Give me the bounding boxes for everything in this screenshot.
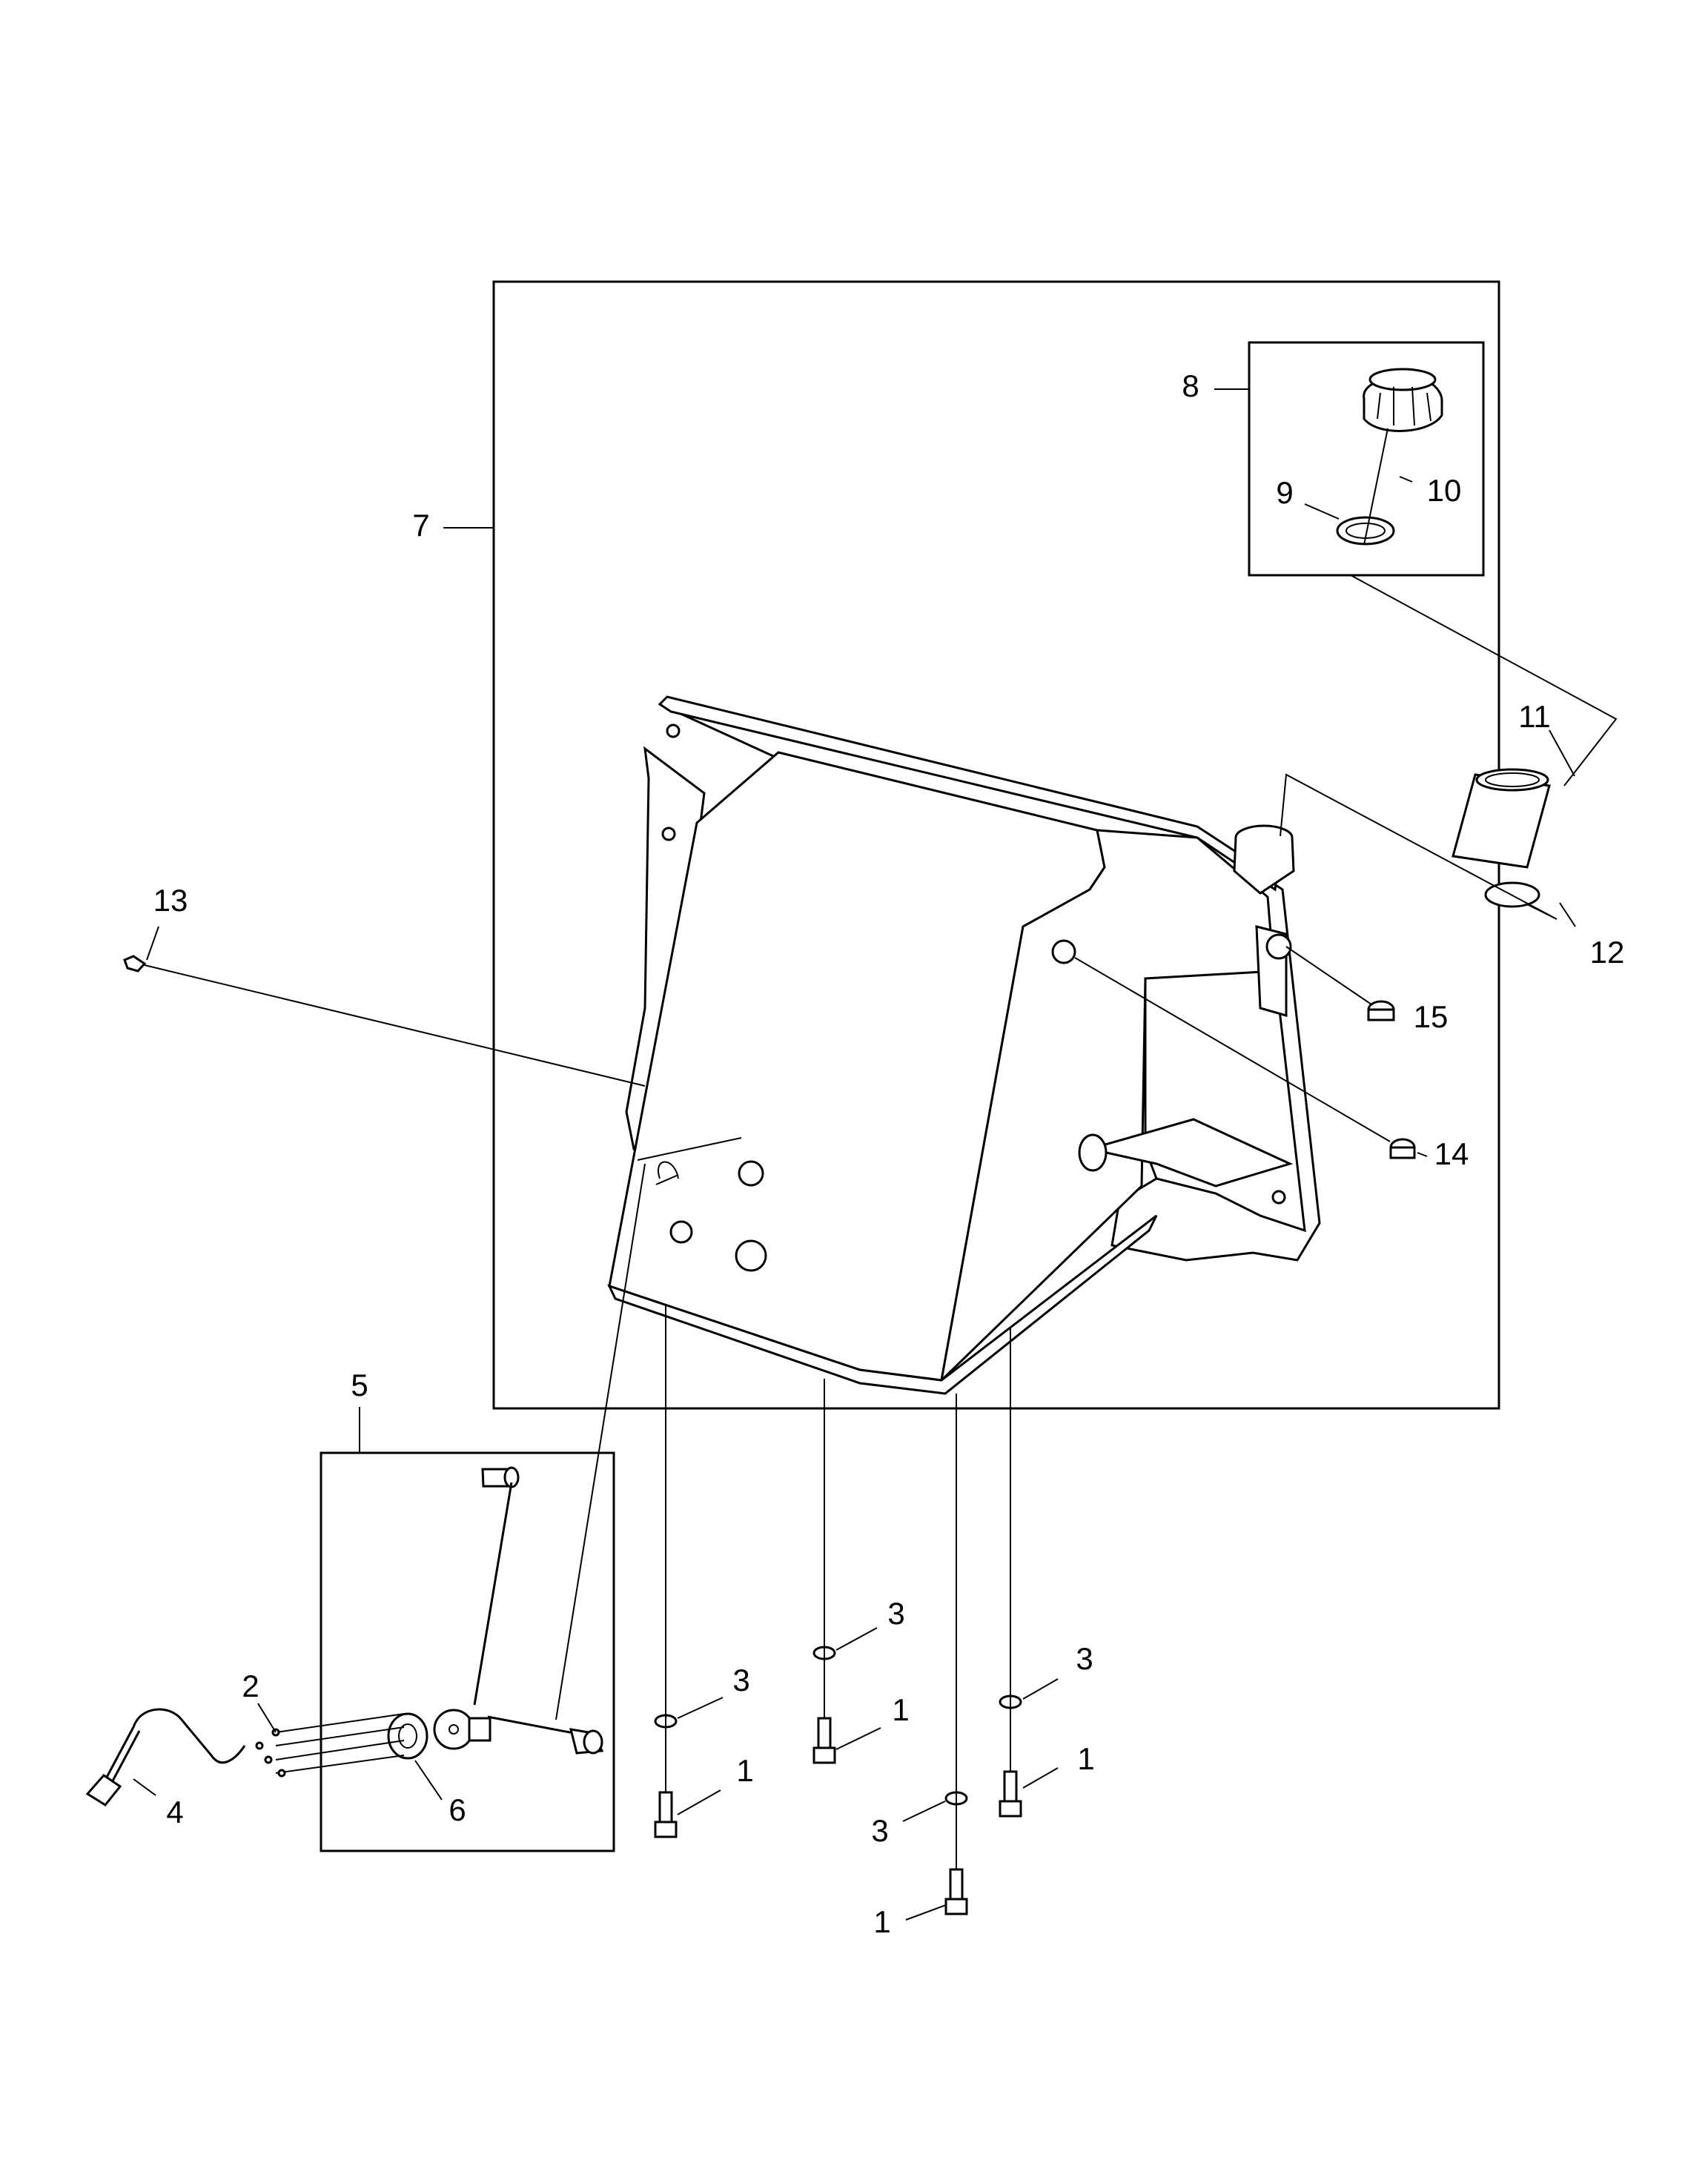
callout-3-bottom: 3: [871, 1813, 888, 1848]
callout-14: 14: [1434, 1136, 1469, 1171]
bolt-1-left: [654, 1791, 678, 1838]
fuel-tank: [607, 695, 1321, 1395]
fitting-13: [123, 955, 147, 973]
leader-lines: [133, 388, 1618, 1921]
wiring-harness: [85, 1708, 246, 1806]
callout-15: 15: [1414, 999, 1449, 1034]
callout-11: 11: [1518, 699, 1551, 734]
bolt-1-center: [812, 1717, 836, 1764]
callout-8: 8: [1182, 368, 1199, 403]
callout-13: 13: [153, 883, 188, 918]
callout-12: 12: [1590, 935, 1625, 970]
callout-3-right: 3: [1076, 1641, 1093, 1676]
callout-1-right: 1: [1077, 1741, 1094, 1776]
filler-tube: [1452, 768, 1551, 869]
callout-3-left: 3: [732, 1663, 749, 1697]
callout-2: 2: [242, 1669, 259, 1703]
fuel-sender: [255, 1466, 604, 1778]
grommet-15: [1367, 1000, 1395, 1021]
gasket-ring-9: [1336, 516, 1395, 546]
callout-7: 7: [412, 508, 429, 543]
bolt-1-right: [999, 1770, 1022, 1818]
callout-1-left: 1: [736, 1753, 753, 1788]
filler-cap: [1363, 368, 1443, 432]
callout-4: 4: [166, 1795, 183, 1829]
callout-1-center: 1: [892, 1692, 909, 1727]
callout-9: 9: [1276, 475, 1293, 510]
callout-1-bottom: 1: [873, 1904, 890, 1939]
callout-6: 6: [448, 1792, 466, 1827]
callout-10: 10: [1427, 473, 1462, 508]
assembly-box-5: [320, 1451, 615, 1852]
bolt-1-bottom: [944, 1868, 968, 1915]
callout-5: 5: [351, 1368, 368, 1402]
callout-3-center: 3: [887, 1596, 904, 1631]
assembly-box-8: [1248, 341, 1485, 577]
grommet-14: [1389, 1138, 1416, 1159]
